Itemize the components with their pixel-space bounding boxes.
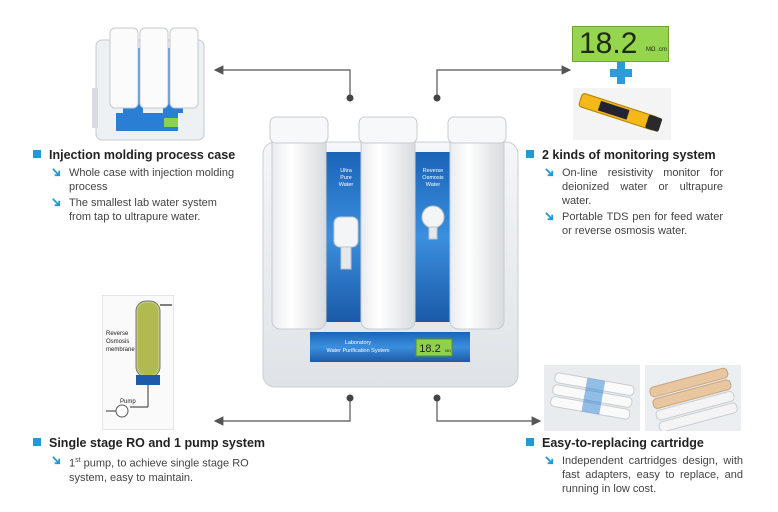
lcd-unit: MΩ .cm	[646, 47, 667, 53]
list-item: 1st pump, to achieve single stage RO sys…	[52, 454, 252, 485]
connector-dot	[433, 94, 441, 102]
list-item: The smallest lab water system from tap t…	[52, 196, 237, 224]
svg-text:Reverse: Reverse	[106, 331, 129, 337]
arrow-icon	[52, 168, 61, 177]
svg-text:18.2: 18.2	[419, 343, 440, 355]
arrow-icon	[52, 456, 61, 465]
feature-list-cartridge: Independent cartridges design, with fast…	[545, 454, 743, 496]
connector-dot	[433, 394, 441, 402]
connector-top-right	[436, 65, 572, 98]
plus-icon	[610, 62, 632, 84]
arrow-icon	[545, 168, 554, 177]
feature-list-ro-pump: 1st pump, to achieve single stage RO sys…	[52, 454, 252, 485]
list-item: Independent cartridges design, with fast…	[545, 454, 743, 496]
feature-list-injection: Whole case with injection molding proces…	[52, 166, 237, 224]
arrow-icon	[545, 456, 554, 465]
connector-bottom-right	[436, 398, 542, 426]
svg-text:Pump: Pump	[120, 399, 136, 405]
svg-text:Water: Water	[339, 182, 354, 188]
list-item: On-line resistivity monitor for deionize…	[545, 166, 723, 208]
bullet-square-icon	[33, 150, 41, 158]
lcd-value: 18.2	[579, 27, 638, 60]
connector-dot	[346, 94, 354, 102]
list-item: Portable TDS pen for feed water or rever…	[545, 210, 723, 238]
resistivity-lcd-display: 18.2 MΩ .cm	[572, 26, 669, 62]
svg-text:Ultra: Ultra	[340, 168, 353, 174]
water-purification-system-image: Ultra Pure Water Reverse Osmosis Water L…	[262, 116, 519, 388]
feature-title-cartridge: Easy-to-replacing cartridge	[526, 436, 704, 450]
feature-title-text: Easy-to-replacing cartridge	[542, 436, 704, 450]
connector-dot	[346, 394, 354, 402]
svg-text:Osmosis: Osmosis	[106, 339, 129, 345]
svg-text:membrane: membrane	[106, 347, 135, 353]
arrow-icon	[545, 212, 554, 221]
feature-title-text: Injection molding process case	[49, 148, 236, 162]
svg-text:Laboratory: Laboratory	[345, 340, 372, 346]
tds-pen-image	[573, 88, 671, 140]
feature-title-monitoring: 2 kinds of monitoring system	[526, 148, 716, 162]
svg-text:Water: Water	[426, 182, 441, 188]
connector-top-left	[213, 65, 351, 98]
feature-list-monitoring: On-line resistivity monitor for deionize…	[545, 166, 723, 238]
connector-bottom-left	[213, 398, 351, 426]
ro-pump-diagram: Reverse Osmosis membrane Pump	[102, 295, 174, 430]
svg-text:Osmosis: Osmosis	[422, 175, 444, 181]
feature-title-injection: Injection molding process case	[33, 148, 235, 162]
svg-text:Water Purification System: Water Purification System	[326, 348, 389, 354]
feature-title-text: 2 kinds of monitoring system	[542, 148, 716, 162]
feature-title-text: Single stage RO and 1 pump system	[49, 436, 266, 450]
injection-molded-case-image	[92, 27, 205, 141]
arrow-icon	[52, 198, 61, 207]
bullet-square-icon	[33, 438, 41, 446]
bullet-square-icon	[526, 150, 534, 158]
cartridges-image-2	[645, 365, 741, 431]
list-item: Whole case with injection molding proces…	[52, 166, 237, 194]
svg-text:MΩ: MΩ	[445, 349, 451, 353]
bullet-square-icon	[526, 438, 534, 446]
svg-text:Pure: Pure	[340, 175, 352, 181]
svg-text:Reverse: Reverse	[423, 168, 443, 174]
cartridges-image-1	[544, 365, 640, 431]
feature-title-ro-pump: Single stage RO and 1 pump system	[33, 436, 265, 450]
